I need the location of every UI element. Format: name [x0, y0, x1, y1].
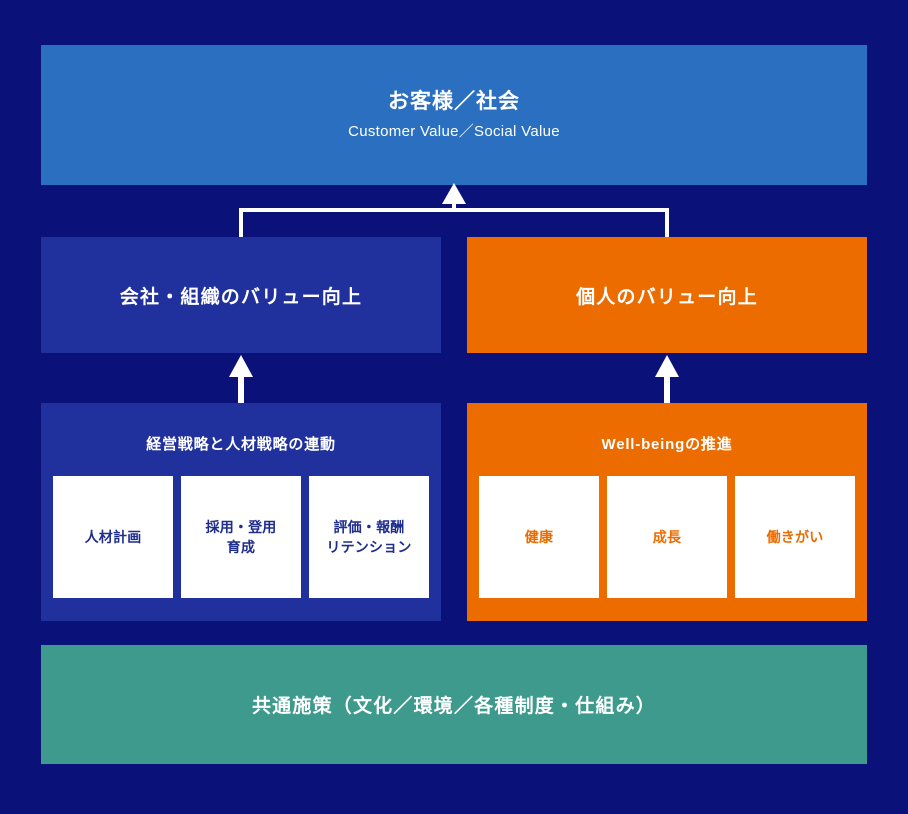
card-health: 健康	[479, 476, 599, 598]
hr-strategy-panel: 経営戦略と人材戦略の連動 人材計画 採用・登用育成 評価・報酬リテンション	[41, 403, 441, 621]
arrow-up-left-icon	[229, 355, 253, 377]
customer-society-box: お客様／社会 Customer Value／Social Value	[41, 45, 867, 185]
customer-society-title-jp: お客様／社会	[388, 90, 520, 114]
customer-society-title-en: Customer Value／Social Value	[348, 123, 560, 141]
company-value-label: 会社・組織のバリュー向上	[119, 286, 363, 308]
card-growth: 成長	[607, 476, 727, 598]
card-evaluation-reward-retention: 評価・報酬リテンション	[309, 476, 429, 598]
card-recruit-promote-develop: 採用・登用育成	[181, 476, 301, 598]
wellbeing-cards: 健康 成長 働きがい	[479, 476, 855, 598]
wellbeing-panel: Well-beingの推進 健康 成長 働きがい	[467, 403, 867, 621]
arrow-left-shaft	[238, 373, 244, 403]
bracket-connector	[239, 208, 669, 237]
company-value-box: 会社・組織のバリュー向上	[41, 237, 441, 353]
arrow-right-shaft	[664, 373, 670, 403]
common-measures-box: 共通施策（文化／環境／各種制度・仕組み）	[41, 645, 867, 764]
wellbeing-title: Well-beingの推進	[601, 436, 733, 453]
card-job-satisfaction: 働きがい	[735, 476, 855, 598]
arrow-up-right-icon	[655, 355, 679, 377]
arrow-up-to-top-icon	[442, 183, 466, 204]
individual-value-label: 個人のバリュー向上	[576, 286, 758, 308]
hr-strategy-cards: 人材計画 採用・登用育成 評価・報酬リテンション	[53, 476, 429, 598]
individual-value-box: 個人のバリュー向上	[467, 237, 867, 353]
hr-strategy-title: 経営戦略と人材戦略の連動	[146, 436, 336, 453]
card-human-resource-plan: 人材計画	[53, 476, 173, 598]
common-measures-label: 共通施策（文化／環境／各種制度・仕組み）	[251, 696, 656, 717]
